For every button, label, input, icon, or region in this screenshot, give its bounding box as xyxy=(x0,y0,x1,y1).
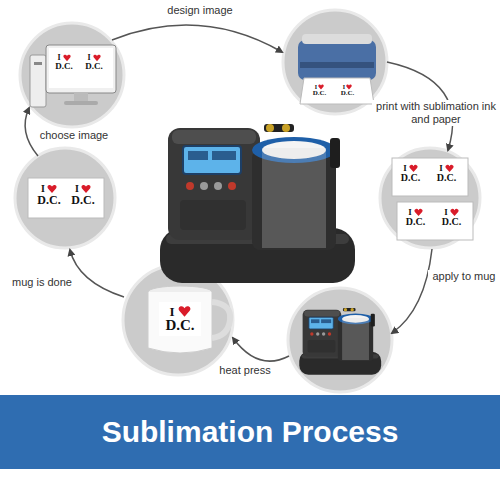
step-label: heat press xyxy=(214,364,276,377)
sticker-print: ID.C. xyxy=(310,83,329,98)
heart-shape xyxy=(414,209,422,216)
heart-shape xyxy=(178,306,190,317)
sticker-print: ID.C. xyxy=(401,206,430,229)
heart-symbol xyxy=(445,164,454,173)
sticker-text: D.C. xyxy=(406,217,425,227)
sticker-print: ID.C. xyxy=(51,52,77,73)
heart-shape xyxy=(450,209,458,216)
sticker-row: I xyxy=(87,54,100,62)
sticker-text: I xyxy=(75,184,79,194)
heart-symbol xyxy=(93,54,101,62)
sticker-text: D.C. xyxy=(437,173,456,183)
sticker-text: I xyxy=(41,184,45,194)
title-text: Sublimation Process xyxy=(102,415,399,449)
sticker-text: D.C. xyxy=(85,62,103,71)
sticker-text: D.C. xyxy=(37,194,60,206)
sticker-row: I xyxy=(403,164,418,173)
sticker-print: ID.C. xyxy=(159,302,201,336)
heart-symbol xyxy=(450,208,459,217)
sticker-print: ID.C. xyxy=(67,182,99,208)
step-label: design image xyxy=(160,4,240,17)
sticker-text: I xyxy=(439,164,443,173)
sticker-text: D.C. xyxy=(401,173,420,183)
heart-shape xyxy=(409,165,417,172)
sticker-text: I xyxy=(444,208,448,217)
sticker-text: I xyxy=(408,208,412,217)
sticker-text: D.C. xyxy=(341,90,355,97)
heart-symbol xyxy=(414,208,423,217)
sticker-text: I xyxy=(57,54,60,62)
heart-shape xyxy=(346,85,351,90)
heart-shape xyxy=(63,55,70,61)
sticker-text: D.C. xyxy=(71,194,94,206)
step-label: apply to mug xyxy=(428,270,500,283)
heart-symbol xyxy=(81,184,91,194)
sticker-row: I xyxy=(75,184,91,194)
sticker-print: ID.C. xyxy=(437,206,466,229)
heart-shape xyxy=(445,165,453,172)
sticker-row: I xyxy=(41,184,57,194)
sticker-text: I xyxy=(87,54,90,62)
sticker-text: D.C. xyxy=(165,318,194,333)
sticker-print: ID.C. xyxy=(33,182,65,208)
heart-shape xyxy=(47,185,56,193)
sticker-text: I xyxy=(169,305,174,318)
heart-symbol xyxy=(47,184,57,194)
sticker-print: ID.C. xyxy=(81,52,107,73)
heart-symbol xyxy=(409,164,418,173)
heart-shape xyxy=(93,55,100,61)
heart-symbol xyxy=(178,305,191,318)
sticker-print: ID.C. xyxy=(396,162,425,185)
step-label: choose image xyxy=(34,129,114,142)
sticker-text: I xyxy=(403,164,407,173)
sticker-text: D.C. xyxy=(55,62,73,71)
sticker-print: ID.C. xyxy=(338,83,357,98)
sticker-row: I xyxy=(169,305,190,318)
title-band: Sublimation Process xyxy=(0,395,500,469)
heart-shape xyxy=(81,185,90,193)
heart-shape xyxy=(318,85,323,90)
sticker-row: I xyxy=(439,164,454,173)
step-label: mug is done xyxy=(4,276,80,289)
sticker-row: I xyxy=(444,208,459,217)
sticker-text: D.C. xyxy=(313,90,327,97)
sticker-text: D.C. xyxy=(442,217,461,227)
sticker-print: ID.C. xyxy=(432,162,461,185)
heart-symbol xyxy=(63,54,71,62)
step-label: print with sublimation ink and paper xyxy=(372,100,500,126)
sticker-row: I xyxy=(57,54,70,62)
sticker-row: I xyxy=(408,208,423,217)
